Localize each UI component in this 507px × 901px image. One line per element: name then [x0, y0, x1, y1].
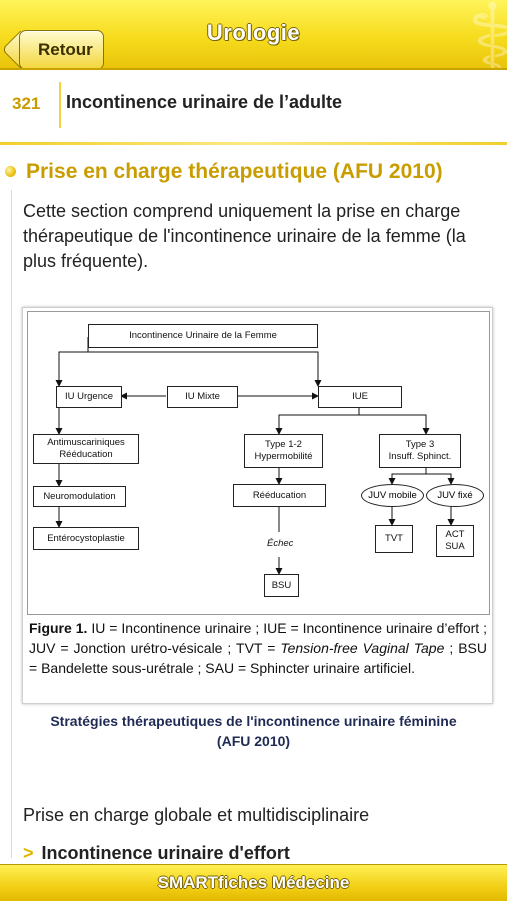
node-root: Incontinence Urinaire de la Femme	[88, 324, 318, 348]
caption-text-1: IU = Incontinence urinaire ; IUE = Incon…	[29, 620, 487, 656]
node-reeducation: Rééducation	[233, 484, 326, 507]
node-type-3: Type 3 Insuff. Sphinct.	[379, 434, 461, 468]
figure-caption: Figure 1. IU = Incontinence urinaire ; I…	[29, 618, 487, 678]
node-antimuscariniques: Antimuscariniques Rééducation	[33, 434, 139, 464]
back-button-label[interactable]: Retour	[19, 30, 104, 68]
node-iu-urgence: IU Urgence	[56, 386, 122, 408]
flowchart-connectors	[55, 337, 455, 575]
caption-label: Figure 1.	[29, 620, 88, 636]
figure-legend: Stratégies thérapeutiques de l'incontine…	[50, 713, 457, 749]
subsection-link-incontinence-effort[interactable]: > Incontinence urinaire d'effort	[23, 843, 290, 864]
sheet-number: 321	[12, 94, 41, 113]
node-tvt: TVT	[375, 525, 413, 553]
node-iue: IUE	[318, 386, 402, 408]
caption-italic: Tension-free Vaginal Tape	[280, 640, 445, 656]
node-act-sua: ACT SUA	[436, 525, 474, 557]
footer-title: SMARTfiches Médecine	[157, 873, 350, 892]
nav-bar: ⚕ Retour Urologie	[0, 0, 507, 70]
paragraph-global-care: Prise en charge globale et multidiscipli…	[23, 805, 370, 825]
sheet-header: 321 Incontinence urinaire de l’adulte	[0, 70, 507, 140]
node-neuromodulation: Neuromodulation	[33, 486, 126, 507]
nav-title: Urologie	[206, 20, 301, 45]
section-title: Prise en charge thérapeutique (AFU 2010)	[26, 160, 443, 183]
flowchart-diagram: Incontinence Urinaire de la Femme IU Urg…	[27, 311, 490, 615]
chevron-right-icon: >	[23, 843, 34, 863]
figure-1: Incontinence Urinaire de la Femme IU Urg…	[22, 307, 493, 704]
caption-text-2: ; BSU = Bandelette sous-urétrale ; SAU =…	[29, 640, 487, 676]
section-side-line	[11, 190, 12, 858]
node-juv-mobile: JUV mobile	[361, 484, 424, 507]
footer-bar: SMARTfiches Médecine	[0, 864, 507, 901]
label-echec: Échec	[267, 538, 294, 549]
section-bullet-icon	[5, 166, 16, 177]
node-enterocystoplastie: Entérocystoplastie	[33, 527, 139, 550]
caduceus-watermark-icon: ⚕	[467, 0, 507, 68]
node-iu-mixte: IU Mixte	[167, 386, 238, 408]
intro-paragraph: Cette section comprend uniquement la pri…	[23, 201, 466, 271]
header-divider	[0, 142, 507, 145]
sheet-title: Incontinence urinaire de l’adulte	[66, 92, 343, 112]
subsection-link-label[interactable]: Incontinence urinaire d'effort	[41, 843, 290, 863]
node-bsu: BSU	[264, 574, 299, 597]
node-juv-fixe: JUV fixé	[426, 484, 484, 507]
sheet-separator	[59, 82, 61, 128]
node-type-1-2: Type 1-2 Hypermobilité	[244, 434, 323, 468]
